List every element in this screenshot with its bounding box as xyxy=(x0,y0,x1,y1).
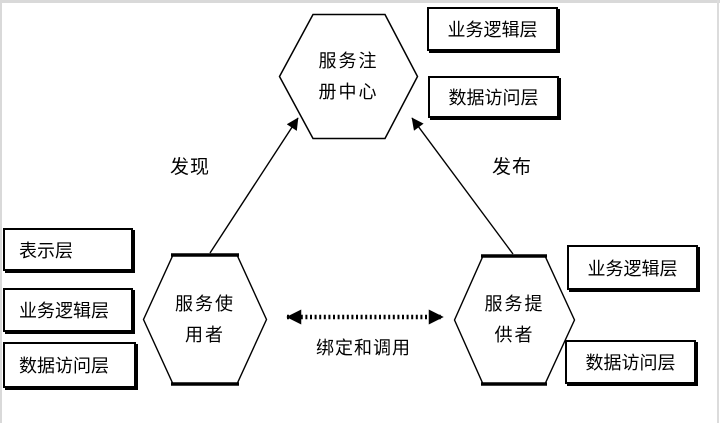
hexagon-shape xyxy=(142,253,268,386)
hexagon-label: 服务注 册中心 xyxy=(278,13,419,140)
layer-box-consumer-data-access: 数据访问层 xyxy=(3,342,136,388)
hexagon-label-line2: 册中心 xyxy=(318,81,379,103)
layer-box-provider-data-access: 数据访问层 xyxy=(565,340,696,384)
hexagon-label-line2: 用者 xyxy=(185,324,225,346)
layer-box-label: 数据访问层 xyxy=(19,356,109,377)
hexagon-label-line1: 服务提 xyxy=(484,294,545,315)
layer-box-label: 数据访问层 xyxy=(585,353,676,374)
layer-box-label: 表示层 xyxy=(19,240,73,262)
hexagon-label: 服务提 供者 xyxy=(453,254,576,386)
layer-box-registry-data-access: 数据访问层 xyxy=(428,76,559,118)
layer-box-label: 业务逻辑层 xyxy=(587,258,678,280)
layer-box-label: 业务逻辑层 xyxy=(447,20,538,41)
page-border-top xyxy=(0,0,720,3)
hexagon-service-registry: 服务注 册中心 xyxy=(278,13,419,140)
hexagon-label-line1: 服务注 xyxy=(318,50,379,72)
hexagon-service-consumer: 服务使 用者 xyxy=(142,253,268,386)
discover-arrow xyxy=(209,117,299,254)
hexagon-label: 服务使 用者 xyxy=(142,253,268,386)
layer-box-label: 数据访问层 xyxy=(448,88,539,109)
page-border-right xyxy=(717,0,719,423)
edge-label-publish: 发布 xyxy=(492,156,533,178)
layer-box-consumer-business-logic: 业务逻辑层 xyxy=(3,288,133,332)
layer-box-consumer-presentation: 表示层 xyxy=(3,228,133,271)
publish-arrow xyxy=(411,117,514,255)
edge-label-bind-invoke: 绑定和调用 xyxy=(316,338,411,359)
hexagon-shape xyxy=(278,13,419,140)
hexagon-label-line1: 服务使 xyxy=(175,293,235,315)
layer-box-provider-business-logic: 业务逻辑层 xyxy=(567,245,698,290)
hexagon-service-provider: 服务提 供者 xyxy=(453,254,576,386)
layer-box-label: 业务逻辑层 xyxy=(19,301,109,322)
edge-label-discover: 发现 xyxy=(170,156,211,178)
hexagon-label-line2: 供者 xyxy=(494,325,535,346)
page-border-left xyxy=(0,0,2,423)
layer-box-registry-business-logic: 业务逻辑层 xyxy=(427,7,558,51)
hexagon-shape xyxy=(453,254,576,386)
